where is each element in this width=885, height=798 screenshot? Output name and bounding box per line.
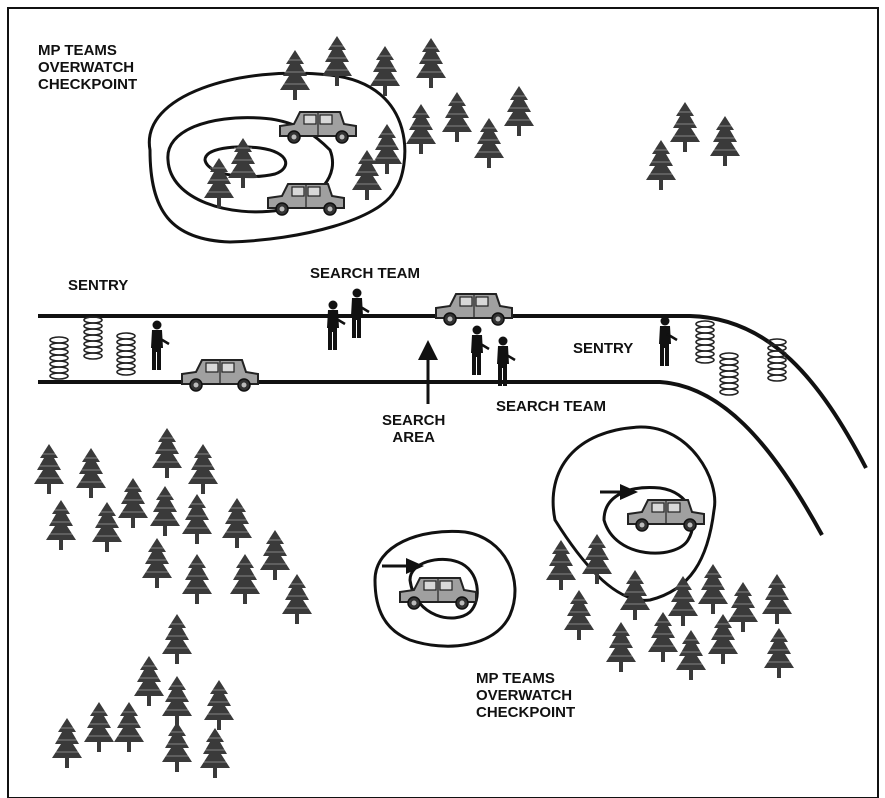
pine-tree-icon xyxy=(204,680,234,730)
pine-tree-icon xyxy=(188,444,218,494)
sentry-label-left: SENTRY xyxy=(68,277,129,294)
overwatch-arrow-right xyxy=(600,484,638,500)
pine-tree-icon xyxy=(162,676,192,726)
pine-tree-icon xyxy=(118,478,148,528)
pine-tree-icon xyxy=(710,116,740,166)
pine-tree-icon xyxy=(260,530,290,580)
concertina-wire-icon xyxy=(49,336,69,380)
pine-tree-icon xyxy=(92,502,122,552)
pine-tree-icon xyxy=(676,630,706,680)
pine-tree-icon xyxy=(200,728,230,778)
label-line: CHECKPOINT xyxy=(38,76,138,93)
pine-tree-icon xyxy=(46,500,76,550)
label-line: MP TEAMS xyxy=(38,42,117,59)
diagram-frame xyxy=(7,7,879,798)
humvee-icon xyxy=(267,183,345,216)
pine-tree-icon xyxy=(764,628,794,678)
pine-tree-icon xyxy=(152,428,182,478)
pine-tree-icon xyxy=(504,86,534,136)
pine-tree-icon xyxy=(648,612,678,662)
soldier-icon xyxy=(469,325,490,377)
humvee-icon xyxy=(435,293,513,326)
pine-tree-icon xyxy=(34,444,64,494)
pine-tree-icon xyxy=(606,622,636,672)
soldier-icon xyxy=(149,320,170,372)
pine-tree-icon xyxy=(142,538,172,588)
label-line: OVERWATCH xyxy=(38,59,135,76)
tree-group xyxy=(34,36,794,778)
pine-tree-icon xyxy=(762,574,792,624)
overwatch-ring-bottom xyxy=(373,529,517,648)
search-area-label: SEARCH AREA xyxy=(382,412,445,446)
overwatch-ring-top xyxy=(147,71,407,244)
pine-tree-icon xyxy=(134,656,164,706)
vehicle-group xyxy=(181,111,705,610)
road-south-edge xyxy=(38,380,824,536)
label-line: MP TEAMS xyxy=(476,670,555,687)
pine-tree-icon xyxy=(228,138,258,188)
label-line: CHECKPOINT xyxy=(476,704,576,721)
pine-tree-icon xyxy=(668,576,698,626)
concertina-wire-icon xyxy=(767,338,787,382)
pine-tree-icon xyxy=(182,494,212,544)
pine-tree-icon xyxy=(150,486,180,536)
pine-tree-icon xyxy=(564,590,594,640)
pine-tree-icon xyxy=(416,38,446,88)
pine-tree-icon xyxy=(372,124,402,174)
pine-tree-icon xyxy=(230,554,260,604)
pine-tree-icon xyxy=(620,570,650,620)
pine-tree-icon xyxy=(646,140,676,190)
pine-tree-icon xyxy=(84,702,114,752)
concertina-wire-icon xyxy=(83,316,103,360)
mp-teams-label-top: MP TEAMS OVERWATCH CHECKPOINT xyxy=(38,42,137,93)
label-line: SEARCH xyxy=(382,412,446,429)
search-area-arrow xyxy=(418,340,438,404)
pine-tree-icon xyxy=(76,448,106,498)
concertina-wire-icon xyxy=(719,352,739,396)
humvee-icon xyxy=(181,359,259,392)
pine-tree-icon xyxy=(162,614,192,664)
pine-tree-icon xyxy=(474,118,504,168)
mp-teams-label-bottom: MP TEAMS OVERWATCH CHECKPOINT xyxy=(476,670,575,721)
overwatch-arrow-bottom xyxy=(382,558,424,574)
pine-tree-icon xyxy=(280,50,310,100)
label-line: OVERWATCH xyxy=(476,687,573,704)
pine-tree-icon xyxy=(406,104,436,154)
pine-tree-icon xyxy=(52,718,82,768)
pine-tree-icon xyxy=(728,582,758,632)
pine-tree-icon xyxy=(162,722,192,772)
sentry-label-right: SENTRY xyxy=(573,340,634,357)
pine-tree-icon xyxy=(114,702,144,752)
concertina-wire-icon xyxy=(116,332,136,376)
soldier-icon xyxy=(349,288,370,340)
pine-tree-icon xyxy=(698,564,728,614)
soldier-icon xyxy=(495,336,516,388)
pine-tree-icon xyxy=(282,574,312,624)
soldier-icon xyxy=(657,316,678,368)
pine-tree-icon xyxy=(670,102,700,152)
label-line: AREA xyxy=(392,429,435,446)
pine-tree-icon xyxy=(222,498,252,548)
pine-tree-icon xyxy=(182,554,212,604)
soldier-icon xyxy=(325,300,346,352)
humvee-icon xyxy=(627,499,705,532)
pine-tree-icon xyxy=(582,534,612,584)
pine-tree-icon xyxy=(442,92,472,142)
concertina-wire-icon xyxy=(695,320,715,364)
search-team-label-bottom: SEARCH TEAM xyxy=(496,398,607,415)
search-team-label-top: SEARCH TEAM xyxy=(310,265,421,282)
pine-tree-icon xyxy=(546,540,576,590)
